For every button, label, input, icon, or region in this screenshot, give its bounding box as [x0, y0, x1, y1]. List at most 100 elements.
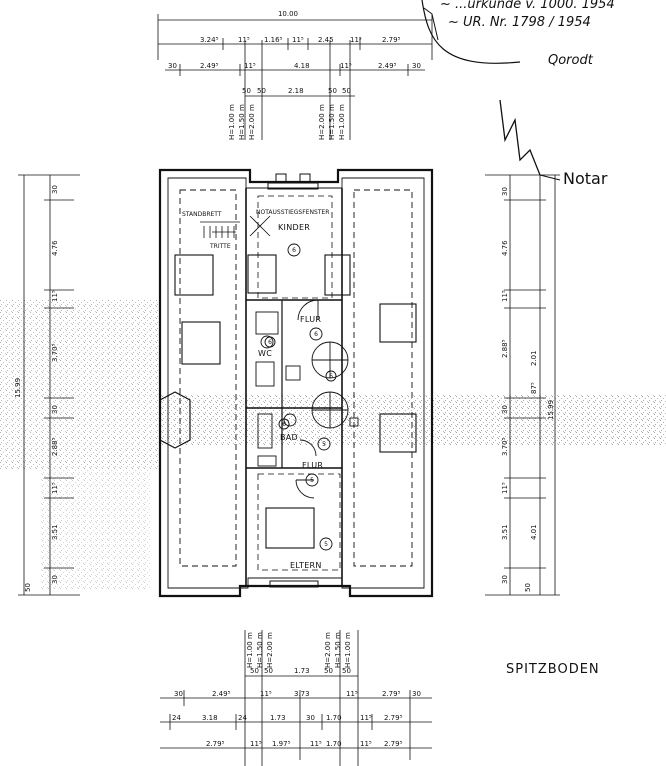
- svg-text:30: 30: [501, 575, 509, 584]
- svg-text:4.76: 4.76: [501, 240, 509, 256]
- svg-text:H=2.00 m: H=2.00 m: [318, 104, 326, 140]
- room-eltern: ELTERN: [290, 561, 322, 570]
- svg-text:50: 50: [342, 667, 351, 675]
- svg-text:3.51: 3.51: [51, 524, 59, 540]
- svg-text:2.79⁵: 2.79⁵: [206, 740, 225, 748]
- svg-text:2.49⁵: 2.49⁵: [212, 690, 231, 698]
- svg-text:2.79⁵: 2.79⁵: [382, 36, 401, 44]
- bottom-dim-row1: 30 2.49⁵ 11⁵ 3.73 11⁵ 2.79⁵ 30: [174, 690, 421, 698]
- svg-text:H=1.50 m: H=1.50 m: [238, 104, 246, 140]
- room-labels: STANDBRETT NOTAUSSTIEGSFENSTER TRITTE KI…: [182, 209, 329, 570]
- room-markers: 6 6 6 5 5 5 6 6: [264, 243, 337, 551]
- total-width: 10.00: [278, 10, 298, 18]
- svg-text:6: 6: [314, 331, 318, 338]
- room-flur-bottom: FLUR: [302, 461, 323, 470]
- svg-text:6: 6: [268, 339, 272, 346]
- svg-text:1.97⁵: 1.97⁵: [272, 740, 291, 748]
- svg-text:30: 30: [51, 185, 59, 194]
- svg-text:H=1.50 m: H=1.50 m: [256, 632, 264, 668]
- svg-text:3.18: 3.18: [202, 714, 218, 722]
- staircase: [200, 215, 271, 238]
- svg-text:30: 30: [168, 62, 177, 70]
- svg-text:1.16⁵: 1.16⁵: [264, 36, 283, 44]
- svg-text:11⁵: 11⁵: [310, 740, 322, 748]
- plan-title: SPITZBODEN: [506, 662, 600, 677]
- svg-text:11⁵: 11⁵: [360, 740, 372, 748]
- sanitary-fixtures: [255, 299, 359, 499]
- svg-text:30: 30: [412, 62, 421, 70]
- svg-text:2.01: 2.01: [530, 350, 538, 366]
- svg-text:11⁵: 11⁵: [250, 740, 262, 748]
- svg-text:11⁵: 11⁵: [340, 62, 352, 70]
- building-outline: [158, 168, 434, 598]
- svg-text:50: 50: [524, 583, 532, 592]
- svg-text:2.18: 2.18: [288, 87, 304, 95]
- marker-bad: 5: [317, 437, 331, 451]
- room-wc: WC: [258, 349, 272, 358]
- svg-text:4.18: 4.18: [294, 62, 310, 70]
- svg-text:6: 6: [329, 373, 333, 380]
- marker-shower: 6: [325, 370, 337, 382]
- svg-text:11⁵: 11⁵: [292, 36, 304, 44]
- top-dimensions: [157, 14, 433, 140]
- bottom-dim-row0: 50 50 1.73 50 50: [250, 667, 351, 675]
- marker-eltern: 5: [319, 537, 333, 551]
- scan-noise-left: [0, 300, 160, 470]
- svg-text:11⁵: 11⁵: [501, 482, 509, 494]
- svg-text:11⁵: 11⁵: [238, 36, 250, 44]
- svg-text:30: 30: [306, 714, 315, 722]
- marker-flur-bottom: 5: [305, 473, 319, 487]
- svg-text:30: 30: [501, 405, 509, 414]
- bottom-height-labels: H=1.00 m H=1.50 m H=2.00 m H=2.00 m H=1.…: [246, 632, 352, 668]
- svg-text:87⁵: 87⁵: [530, 382, 538, 394]
- svg-text:11⁵: 11⁵: [51, 482, 59, 494]
- svg-text:2.79⁵: 2.79⁵: [382, 690, 401, 698]
- svg-text:~ UR. Nr. 1798 / 1954: ~ UR. Nr. 1798 / 1954: [448, 15, 591, 30]
- notary-label: Notar: [563, 169, 608, 188]
- svg-text:6: 6: [292, 247, 296, 254]
- right-dimensions: [485, 174, 560, 596]
- svg-text:30: 30: [174, 690, 183, 698]
- svg-text:50: 50: [24, 583, 32, 592]
- svg-text:3.51: 3.51: [501, 524, 509, 540]
- svg-text:50: 50: [242, 87, 251, 95]
- svg-text:30: 30: [501, 187, 509, 196]
- svg-text:H=1.00 m: H=1.00 m: [344, 632, 352, 668]
- svg-text:3.70⁵: 3.70⁵: [501, 437, 509, 456]
- svg-text:30: 30: [51, 405, 59, 414]
- notausstieg-label: NOTAUSSTIEGSFENSTER: [256, 209, 329, 216]
- svg-text:30: 30: [412, 690, 421, 698]
- scan-noise-mid: [160, 395, 666, 445]
- svg-text:H=1.50 m: H=1.50 m: [328, 104, 336, 140]
- svg-text:50: 50: [328, 87, 337, 95]
- left-dimensions: [18, 174, 80, 596]
- svg-text:5: 5: [322, 441, 326, 448]
- svg-text:1.73: 1.73: [270, 714, 286, 722]
- svg-text:H=1.00 m: H=1.00 m: [338, 104, 346, 140]
- top-dim-row3: 50 50 2.18 50 50: [242, 87, 351, 95]
- svg-text:2.88⁵: 2.88⁵: [501, 339, 509, 358]
- scan-noise-lower: [40, 470, 150, 590]
- total-height-left: 15.99: [14, 378, 22, 398]
- svg-text:11⁵: 11⁵: [346, 690, 358, 698]
- svg-text:6: 6: [282, 421, 286, 428]
- svg-text:H=1.50 m: H=1.50 m: [334, 632, 342, 668]
- roof-windows: [174, 254, 417, 549]
- handwritten-notes: ~ ...urkunde v. 1000. 1954 ~ UR. Nr. 179…: [421, 0, 615, 181]
- svg-text:50: 50: [324, 667, 333, 675]
- svg-text:11⁵: 11⁵: [360, 714, 372, 722]
- svg-text:H=1.00 m: H=1.00 m: [246, 632, 254, 668]
- total-height-right: 15.99: [547, 400, 555, 420]
- svg-text:H=2.00 m: H=2.00 m: [266, 632, 274, 668]
- svg-text:2.49⁵: 2.49⁵: [200, 62, 219, 70]
- svg-text:2.79⁵: 2.79⁵: [384, 740, 403, 748]
- svg-text:50: 50: [264, 667, 273, 675]
- svg-text:4.76: 4.76: [51, 240, 59, 256]
- svg-text:5: 5: [324, 541, 328, 548]
- svg-text:11⁵: 11⁵: [501, 290, 509, 302]
- svg-text:H=2.00 m: H=2.00 m: [248, 104, 256, 140]
- marker-stair: 6: [278, 418, 290, 430]
- room-flur-top: FLUR: [300, 315, 321, 324]
- svg-text:11⁵: 11⁵: [51, 290, 59, 302]
- marker-flur-top: 6: [309, 327, 323, 341]
